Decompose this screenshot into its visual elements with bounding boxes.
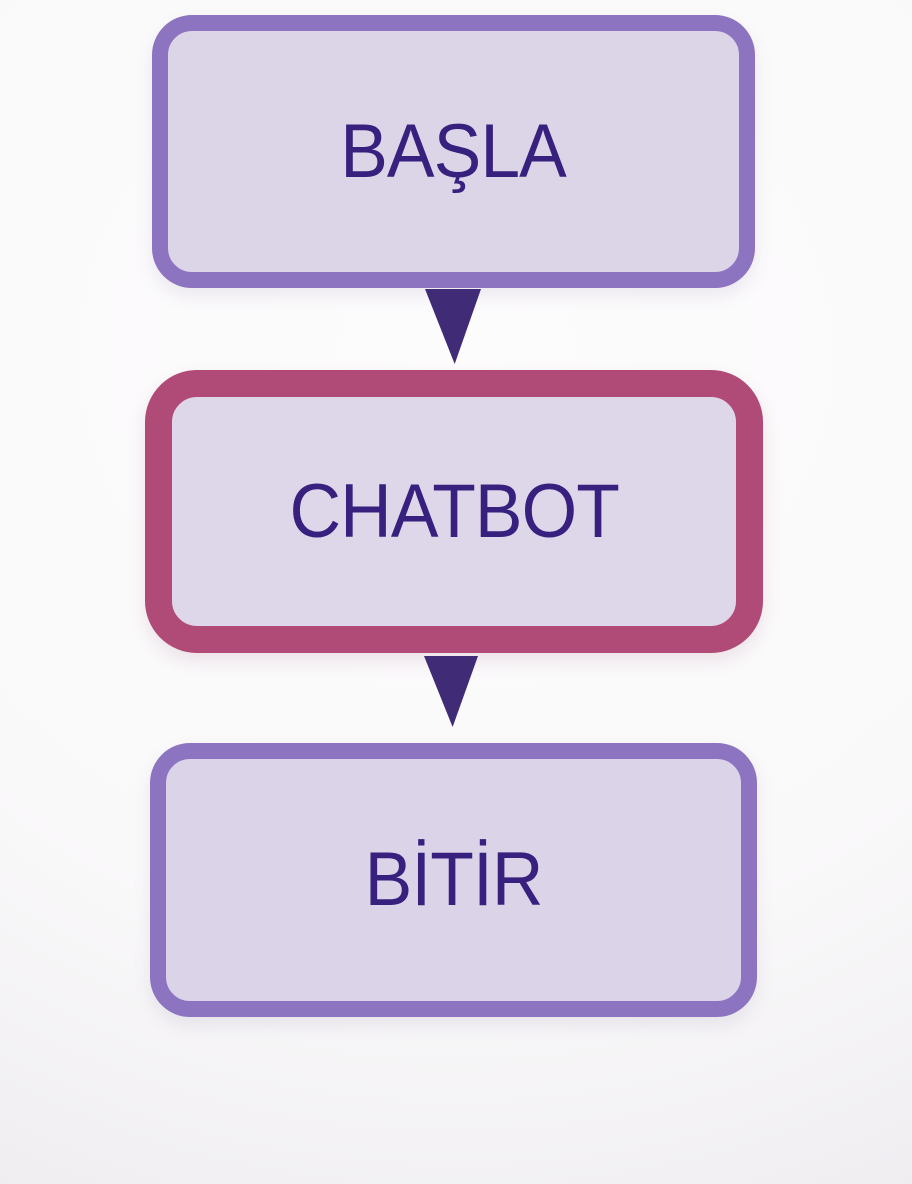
flow-node-end-label: BİTİR [364, 837, 544, 922]
flow-node-chatbot-label: CHATBOT [289, 468, 619, 554]
flow-node-chatbot: CHATBOT [145, 370, 763, 653]
arrow-down-icon [425, 289, 481, 364]
arrow-down-icon [424, 656, 478, 727]
flow-node-start-label: BAŞLA [340, 108, 568, 194]
flow-node-start: BAŞLA [152, 15, 755, 288]
flow-node-end: BİTİR [150, 743, 757, 1017]
